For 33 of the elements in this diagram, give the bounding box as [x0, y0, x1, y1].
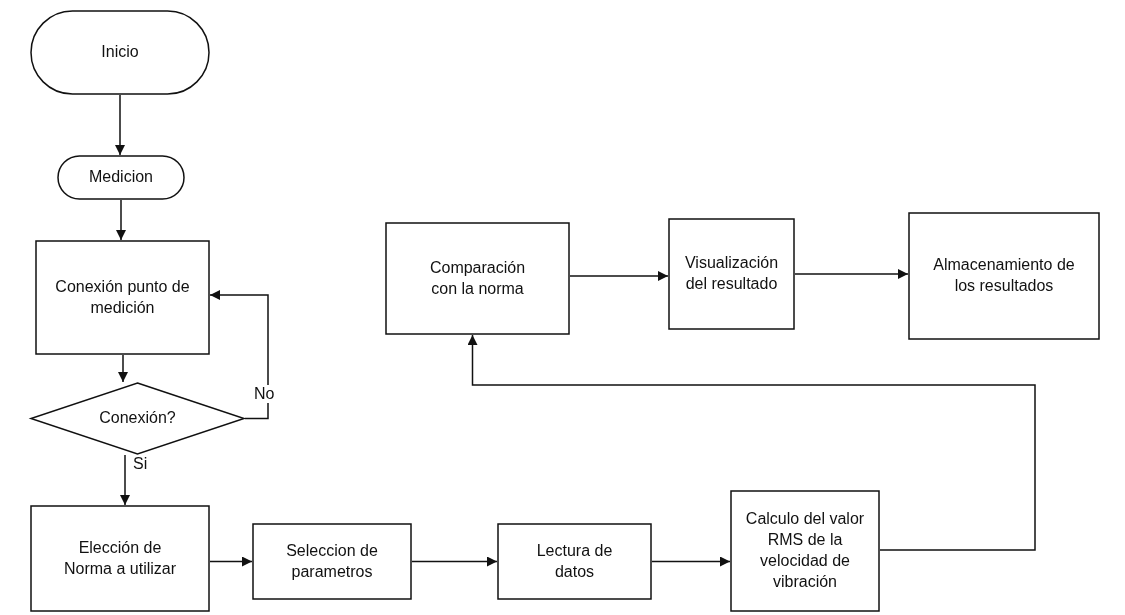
arrow: [116, 199, 126, 241]
process-box: [252, 523, 412, 600]
process-box: [30, 505, 210, 612]
arrow: [651, 556, 731, 567]
process-box: [385, 222, 570, 335]
arrow: [794, 269, 909, 279]
node-text: Elección de Norma a utilizar: [63, 537, 177, 579]
arrow: [118, 354, 128, 383]
node-text: Conexión punto de medición: [54, 276, 191, 318]
node-text: Calculo del valor RMS de la velocidad de vibración: [744, 509, 866, 592]
node-text: Conexión?: [99, 408, 176, 429]
arrow: [467, 334, 1036, 551]
node-text: Medicion: [89, 167, 153, 188]
process-box: [497, 523, 652, 600]
process-box: [668, 218, 795, 330]
node-text: Inicio: [101, 42, 139, 63]
arrow: [569, 271, 669, 281]
process-box: [908, 212, 1100, 340]
arrow: [209, 556, 253, 567]
node-text: Comparación con la norma: [428, 257, 527, 299]
process-box: [35, 240, 210, 355]
node-text: Almacenamiento de los resultados: [932, 255, 1076, 296]
edge-label: No: [252, 385, 277, 403]
decision-diamond: [30, 382, 245, 455]
node-text: Seleccion de parametros: [285, 540, 379, 582]
arrow: [120, 454, 130, 506]
terminal-node: [57, 155, 185, 200]
arrow: [411, 556, 498, 567]
arrow: [209, 290, 269, 420]
node-text: Lectura de datos: [535, 540, 614, 582]
arrow: [115, 94, 125, 156]
process-box: [730, 490, 880, 612]
node-text: Visualización del resultado: [683, 253, 780, 294]
